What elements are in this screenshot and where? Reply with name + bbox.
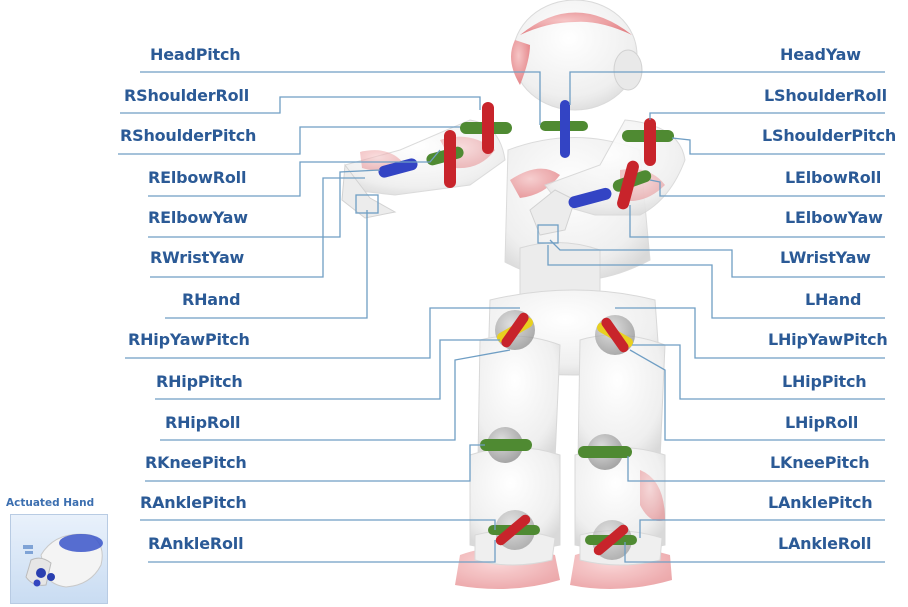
label-l-hand: LHand xyxy=(805,290,861,310)
label-head-yaw: HeadYaw xyxy=(780,45,861,65)
label-l-hip-yaw-pitch: LHipYawPitch xyxy=(768,330,888,350)
hand-illustration xyxy=(11,515,107,603)
robot-body xyxy=(342,0,685,589)
label-r-wrist-yaw: RWristYaw xyxy=(150,248,244,268)
label-l-hip-roll: LHipRoll xyxy=(785,413,858,433)
label-l-shoulder-pitch: LShoulderPitch xyxy=(762,126,896,146)
actuated-hand-thumbnail xyxy=(10,514,108,604)
label-head-pitch: HeadPitch xyxy=(150,45,240,65)
actuated-hand-title: Actuated Hand xyxy=(6,497,116,509)
label-r-shoulder-pitch: RShoulderPitch xyxy=(120,126,256,146)
label-r-knee-pitch: RKneePitch xyxy=(145,453,247,473)
label-r-shoulder-roll: RShoulderRoll xyxy=(124,86,249,106)
label-l-elbow-roll: LElbowRoll xyxy=(785,168,881,188)
label-r-hip-roll: RHipRoll xyxy=(165,413,240,433)
label-r-ankle-roll: RAnkleRoll xyxy=(148,534,243,554)
label-l-wrist-yaw: LWristYaw xyxy=(780,248,871,268)
label-r-hip-pitch: RHipPitch xyxy=(156,372,243,392)
actuated-hand-inset: Actuated Hand xyxy=(6,497,116,605)
label-r-elbow-roll: RElbowRoll xyxy=(148,168,246,188)
label-l-knee-pitch: LKneePitch xyxy=(770,453,869,473)
label-r-elbow-yaw: RElbowYaw xyxy=(148,208,248,228)
label-l-ankle-roll: LAnkleRoll xyxy=(778,534,871,554)
label-r-hip-yaw-pitch: RHipYawPitch xyxy=(128,330,250,350)
label-l-shoulder-roll: LShoulderRoll xyxy=(764,86,887,106)
label-l-elbow-yaw: LElbowYaw xyxy=(785,208,883,228)
label-r-hand: RHand xyxy=(182,290,240,310)
label-l-hip-pitch: LHipPitch xyxy=(782,372,866,392)
label-r-ankle-pitch: RAnklePitch xyxy=(140,493,247,513)
label-l-ankle-pitch: LAnklePitch xyxy=(768,493,872,513)
